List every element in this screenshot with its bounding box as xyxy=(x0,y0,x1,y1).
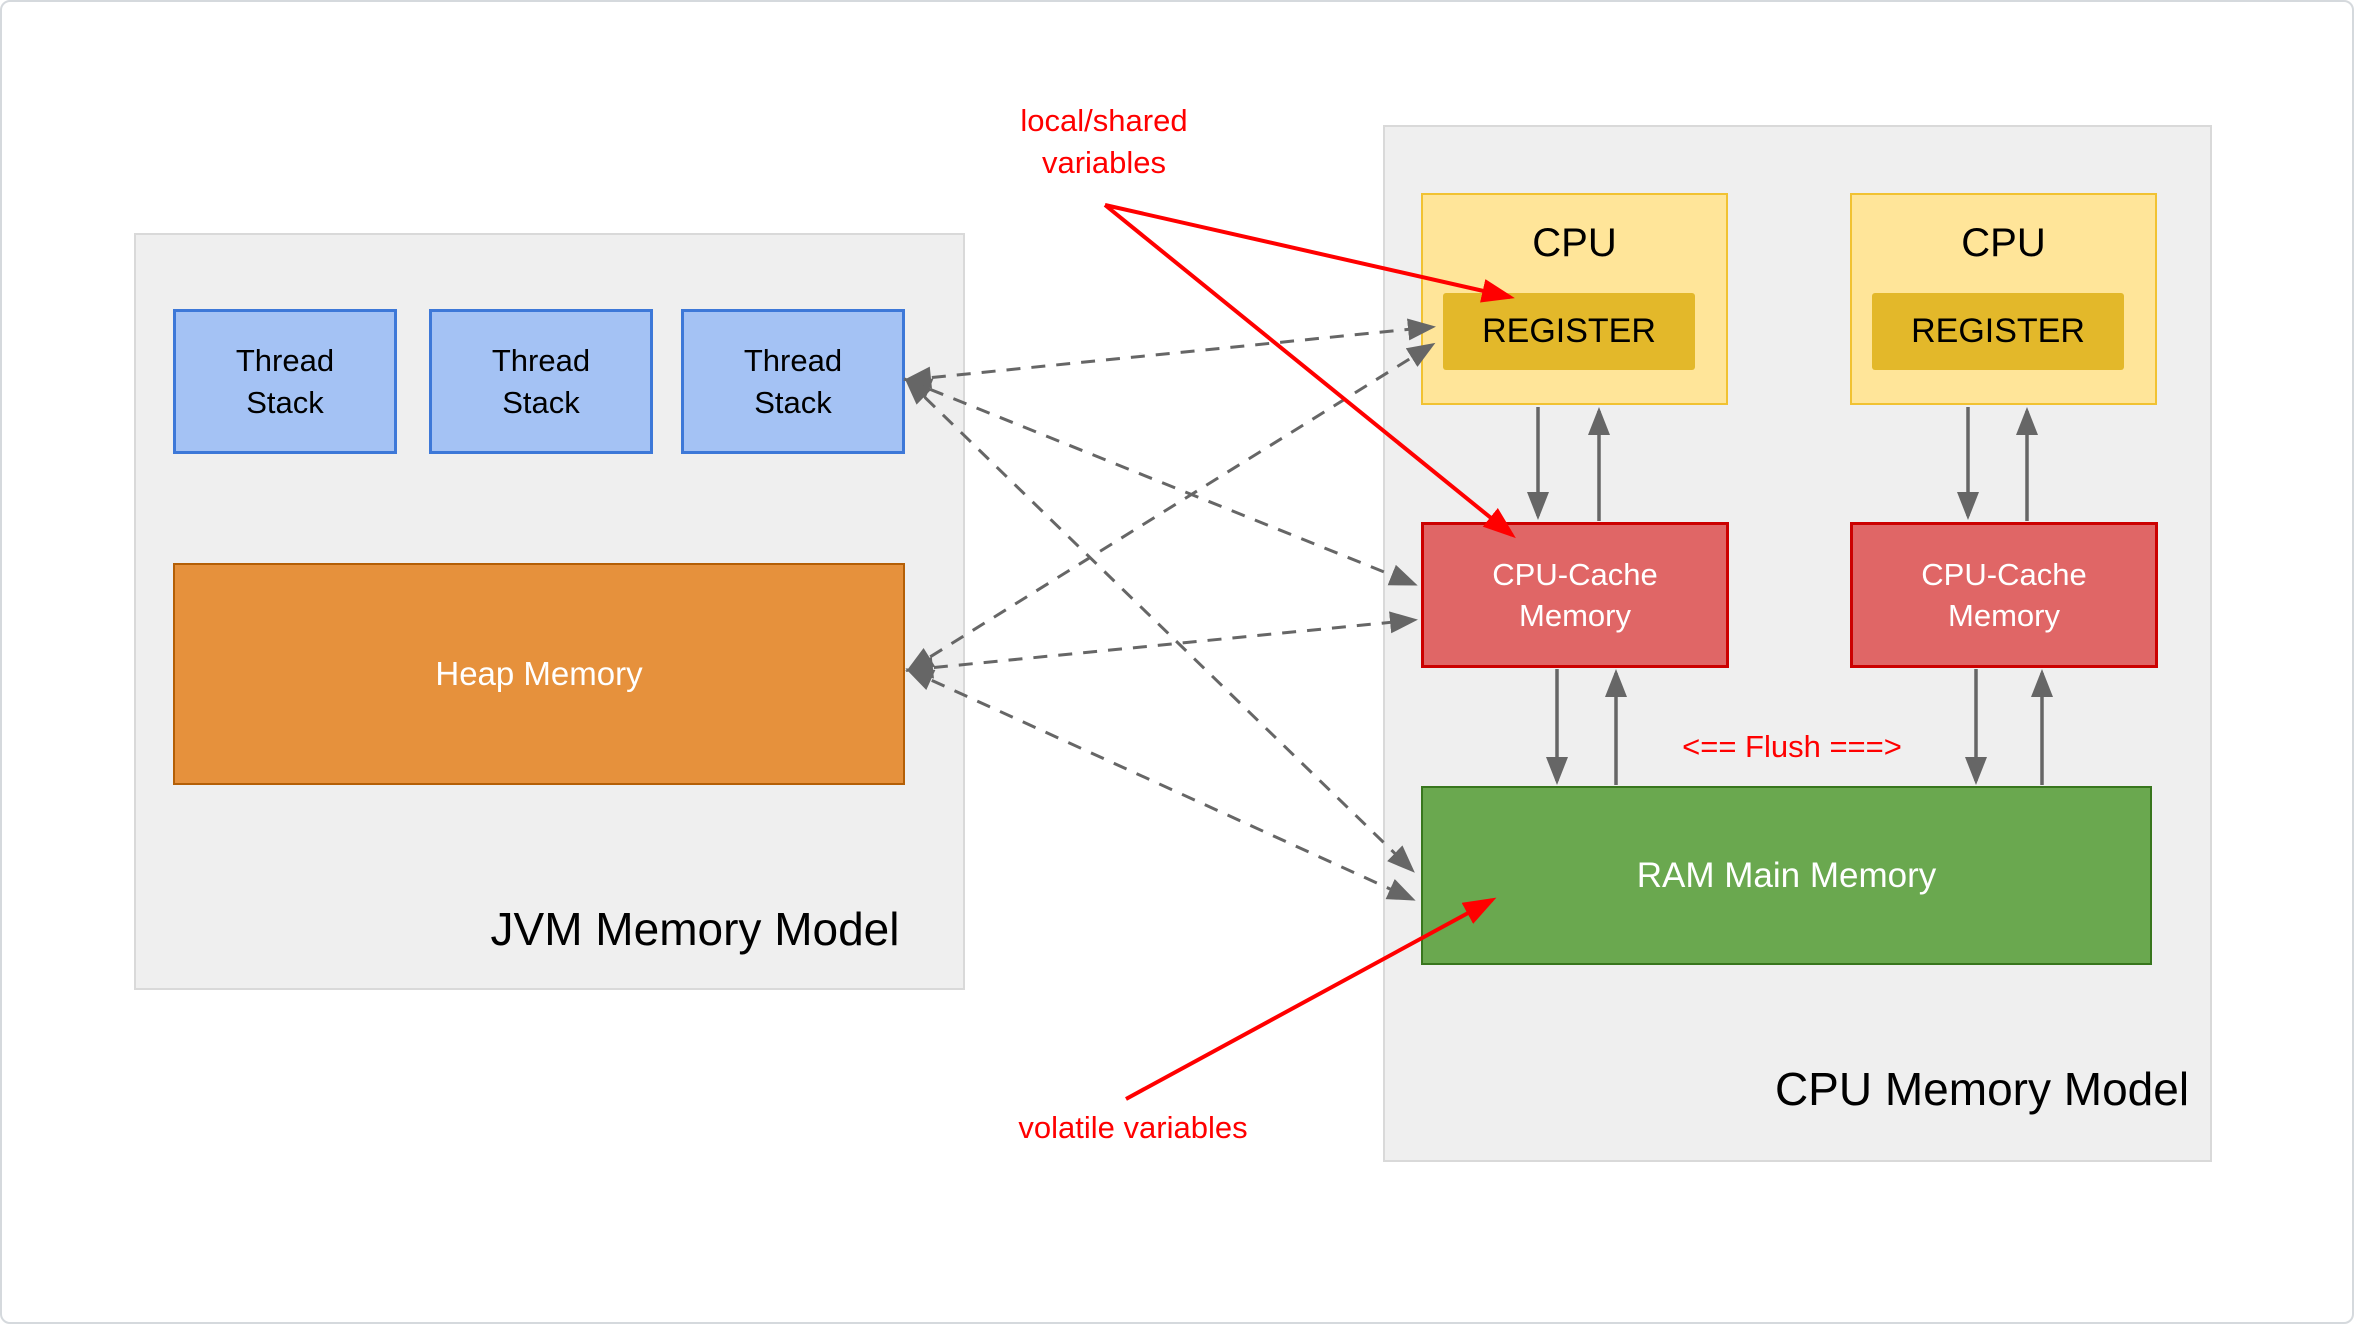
cpu-title: CPU xyxy=(1532,221,1617,265)
volatile-variables-note: volatile variables xyxy=(1018,1110,1248,1145)
dashed-arrow-heap-to-ram xyxy=(905,668,1416,901)
heap-memory-label: Heap Memory xyxy=(435,655,643,692)
cache-label-line2: Memory xyxy=(1948,598,2060,633)
dashed-arrow-threadstack-to-register xyxy=(903,318,1436,389)
flush-note: <== Flush ===> xyxy=(1682,729,1902,764)
heap-memory-box: Heap Memory xyxy=(173,563,905,785)
dashed-arrow-heap-to-register xyxy=(905,342,1436,673)
cpu-cache-memory-box-2: CPU-Cache Memory xyxy=(1850,522,2158,668)
local-shared-variables-note: local/shared variables xyxy=(954,100,1254,184)
jvm-panel-title: JVM Memory Model xyxy=(490,903,900,955)
dashed-arrow-threadstack-to-cache xyxy=(903,378,1418,586)
cpu-box-2: CPU REGISTER xyxy=(1850,193,2157,405)
cpu-panel-title: CPU Memory Model xyxy=(1774,1063,2190,1115)
thread-stack-label-line2: Stack xyxy=(246,384,324,420)
thread-stack-label-line2: Stack xyxy=(502,384,580,420)
local-shared-line1: local/shared xyxy=(1020,103,1188,138)
cache-label-line1: CPU-Cache xyxy=(1921,557,2087,592)
cache-label-line1: CPU-Cache xyxy=(1492,557,1658,592)
thread-stack-label-line1: Thread xyxy=(491,342,591,378)
cpu-box-1: CPU REGISTER xyxy=(1421,193,1728,405)
thread-stack-label-line1: Thread xyxy=(743,342,843,378)
thread-stack-label-line1: Thread xyxy=(235,342,335,378)
register-box-1: REGISTER xyxy=(1443,293,1695,370)
thread-stack-box-3: Thread Stack xyxy=(681,309,905,454)
dashed-arrow-heap-to-cache xyxy=(905,611,1418,679)
thread-stack-box-1: Thread Stack xyxy=(173,309,397,454)
thread-stack-label-line2: Stack xyxy=(754,384,832,420)
register-label: REGISTER xyxy=(1911,312,2085,350)
ram-main-memory-box: RAM Main Memory xyxy=(1421,786,2152,965)
cpu-title: CPU xyxy=(1961,221,2046,265)
cpu-cache-memory-box-1: CPU-Cache Memory xyxy=(1421,522,1729,668)
dashed-arrow-threadstack-to-ram xyxy=(904,377,1415,873)
ram-label: RAM Main Memory xyxy=(1636,855,1937,895)
register-label: REGISTER xyxy=(1482,312,1656,350)
thread-stack-box-2: Thread Stack xyxy=(429,309,653,454)
local-shared-line2: variables xyxy=(1041,145,1167,180)
register-box-2: REGISTER xyxy=(1872,293,2124,370)
cache-label-line2: Memory xyxy=(1519,598,1631,633)
